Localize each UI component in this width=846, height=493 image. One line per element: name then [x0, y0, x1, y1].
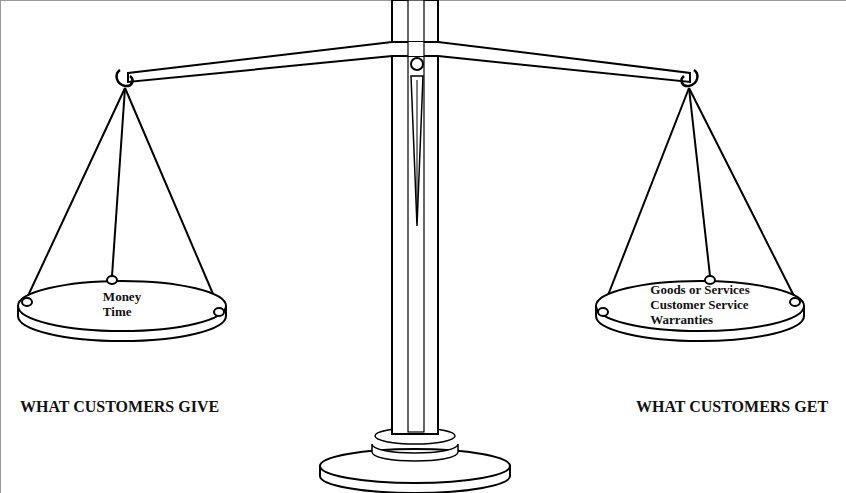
side-caption: WHAT CUSTOMERS GIVE — [20, 398, 219, 416]
pan-item: Customer Service — [650, 297, 749, 312]
pan-text-group: MoneyTime — [103, 289, 141, 319]
pan-item: Warranties — [650, 312, 749, 327]
pan-item: Goods or Services — [650, 282, 749, 297]
pan-surface: MoneyTime — [15, 268, 229, 340]
pan-text-group: Goods or ServicesCustomer ServiceWarrant… — [650, 282, 749, 327]
side-caption: WHAT CUSTOMERS GET — [636, 398, 828, 416]
scale-pan-node: Goods or ServicesCustomer ServiceWarrant… — [593, 268, 807, 346]
pan-item: Money — [103, 289, 141, 304]
scale-pan-node: MoneyTime — [15, 268, 229, 346]
pan-surface: Goods or ServicesCustomer ServiceWarrant… — [593, 268, 807, 340]
pan-item: Time — [103, 304, 141, 319]
